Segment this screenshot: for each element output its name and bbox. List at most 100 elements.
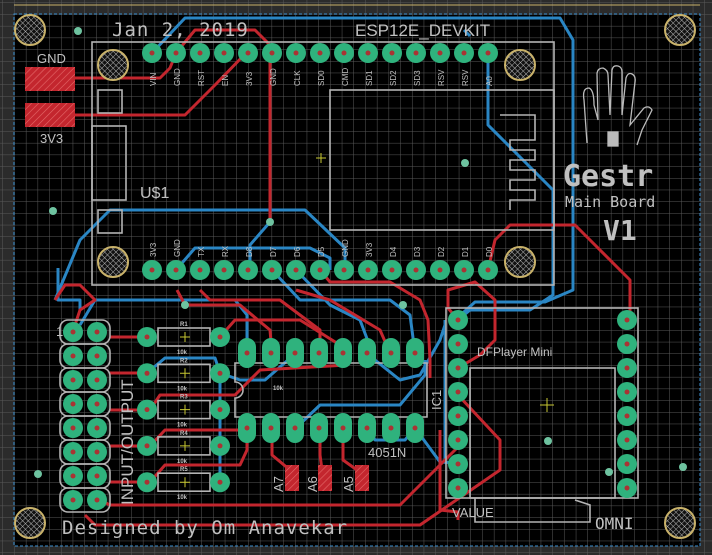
esp-bottom-pin[interactable]	[286, 260, 306, 280]
a7-pad[interactable]	[285, 465, 299, 491]
esp-top-pin[interactable]	[166, 43, 186, 63]
dfplayer-pin[interactable]	[617, 454, 637, 474]
io-header-pin[interactable]	[87, 346, 107, 366]
dfplayer-pin[interactable]	[617, 334, 637, 354]
dfplayer-pin[interactable]	[448, 406, 468, 426]
a5-pad[interactable]	[355, 465, 369, 491]
esp-top-pin[interactable]	[286, 43, 306, 63]
a6-pad[interactable]	[318, 465, 332, 491]
ic-pin[interactable]	[406, 413, 424, 443]
dfplayer-pin[interactable]	[617, 358, 637, 378]
esp-bottom-pin[interactable]	[454, 260, 474, 280]
esp-top-pin[interactable]	[190, 43, 210, 63]
via	[74, 27, 82, 35]
esp-bottom-pin[interactable]	[430, 260, 450, 280]
esp-top-pin[interactable]	[358, 43, 378, 63]
pad-drill	[70, 425, 76, 431]
ic-pin[interactable]	[238, 338, 256, 368]
io-header-pin[interactable]	[63, 466, 83, 486]
gnd-pad[interactable]	[25, 67, 75, 91]
esp-top-pin[interactable]	[478, 43, 498, 63]
esp-bottom-pin[interactable]	[358, 260, 378, 280]
resistor-pad[interactable]	[137, 327, 157, 347]
io-header-pin[interactable]	[63, 322, 83, 342]
resistor-pad[interactable]	[210, 399, 230, 420]
esp-bottom-pin[interactable]	[262, 260, 282, 280]
ic-pin[interactable]	[310, 338, 328, 368]
io-header-pin[interactable]	[63, 394, 83, 414]
3v3-pad[interactable]	[25, 103, 75, 127]
esp-top-pin[interactable]	[430, 43, 450, 63]
esp-bottom-pin[interactable]	[478, 260, 498, 280]
resistor-pad[interactable]	[210, 435, 230, 456]
io-header-pin[interactable]	[63, 418, 83, 438]
ic-pin[interactable]	[310, 413, 328, 443]
esp-top-pin[interactable]	[454, 43, 474, 63]
esp-bottom-pin[interactable]	[382, 260, 402, 280]
io-header-pin[interactable]	[87, 370, 107, 390]
esp-top-pin[interactable]	[142, 43, 162, 63]
esp-top-pin[interactable]	[262, 43, 282, 63]
esp-bottom-pin[interactable]	[238, 260, 258, 280]
dfplayer-pin[interactable]	[617, 478, 637, 498]
esp-bottom-pin[interactable]	[214, 260, 234, 280]
esp-top-pin[interactable]	[214, 43, 234, 63]
ic-pin[interactable]	[358, 338, 376, 368]
resistor-pad[interactable]	[137, 399, 157, 420]
resistor-pad[interactable]	[137, 435, 157, 456]
ic-pin[interactable]	[334, 338, 352, 368]
io-header-pin[interactable]	[63, 370, 83, 390]
resistor-pad[interactable]	[137, 472, 157, 493]
dfplayer-pin[interactable]	[448, 358, 468, 378]
ic-pin[interactable]	[286, 338, 304, 368]
resistor-pad[interactable]	[210, 472, 230, 493]
dfplayer-pin[interactable]	[448, 478, 468, 498]
ic-pin[interactable]	[286, 413, 304, 443]
pad-drill	[455, 365, 461, 371]
esp-bottom-pin[interactable]	[166, 260, 186, 280]
dfplayer-pin[interactable]	[448, 430, 468, 450]
resistor-pad[interactable]	[210, 363, 230, 384]
ic-pin[interactable]	[262, 338, 280, 368]
esp-top-pin[interactable]	[238, 43, 258, 63]
dfplayer-pin[interactable]	[448, 334, 468, 354]
dfplayer-pin[interactable]	[448, 310, 468, 330]
esp-bottom-pin[interactable]	[334, 260, 354, 280]
ic-pin[interactable]	[382, 338, 400, 368]
io-header-pin[interactable]	[63, 346, 83, 366]
io-header-pin[interactable]	[63, 490, 83, 510]
dfplayer-pin[interactable]	[617, 310, 637, 330]
io-header-pin[interactable]	[87, 394, 107, 414]
io-header-pin[interactable]	[87, 466, 107, 486]
esp-bottom-pin[interactable]	[406, 260, 426, 280]
esp-top-pin[interactable]	[310, 43, 330, 63]
esp-bottom-pin[interactable]	[190, 260, 210, 280]
esp-pin-label: D2	[437, 246, 446, 257]
dfplayer-pin[interactable]	[617, 406, 637, 426]
io-header-pin[interactable]	[87, 490, 107, 510]
io-header-pin[interactable]	[87, 418, 107, 438]
esp-bottom-pin[interactable]	[142, 260, 162, 280]
resistor-pad[interactable]	[137, 363, 157, 384]
esp-top-pin[interactable]	[382, 43, 402, 63]
io-header-pin[interactable]	[87, 322, 107, 342]
ic-pin[interactable]	[262, 413, 280, 443]
dfplayer-pin[interactable]	[448, 454, 468, 474]
io-header-pin[interactable]	[87, 442, 107, 462]
esp-top-pin[interactable]	[406, 43, 426, 63]
resistor-pad[interactable]	[210, 327, 230, 347]
ic-pin[interactable]	[238, 413, 256, 443]
ic-pin[interactable]	[406, 338, 424, 368]
ic-pin[interactable]	[382, 413, 400, 443]
dfplayer-pin[interactable]	[617, 430, 637, 450]
via	[266, 218, 274, 226]
ic-pin[interactable]	[334, 413, 352, 443]
ic-pin[interactable]	[358, 413, 376, 443]
esp-pin-label: SD3	[413, 70, 422, 86]
esp-top-pin[interactable]	[334, 43, 354, 63]
dfplayer-pin[interactable]	[617, 382, 637, 402]
dfplayer-pin[interactable]	[448, 382, 468, 402]
io-header-pin[interactable]	[63, 442, 83, 462]
esp-bottom-pin[interactable]	[310, 260, 330, 280]
